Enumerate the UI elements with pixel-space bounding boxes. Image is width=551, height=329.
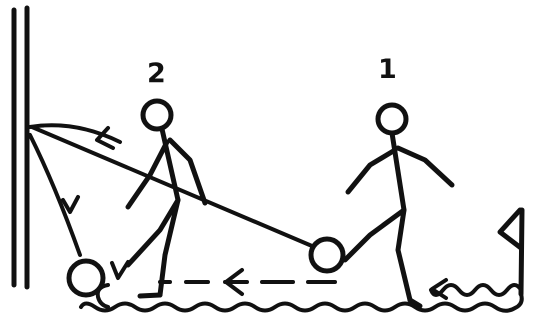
player-2-label: 2 xyxy=(147,58,166,89)
player-1-label: 1 xyxy=(378,54,397,85)
wall xyxy=(14,8,27,287)
cone-flag xyxy=(500,210,522,294)
ball-at-kick xyxy=(311,239,343,271)
dashed-pass-arrow xyxy=(112,262,335,294)
player-1-figure xyxy=(345,105,452,306)
player-2-figure xyxy=(128,101,205,296)
